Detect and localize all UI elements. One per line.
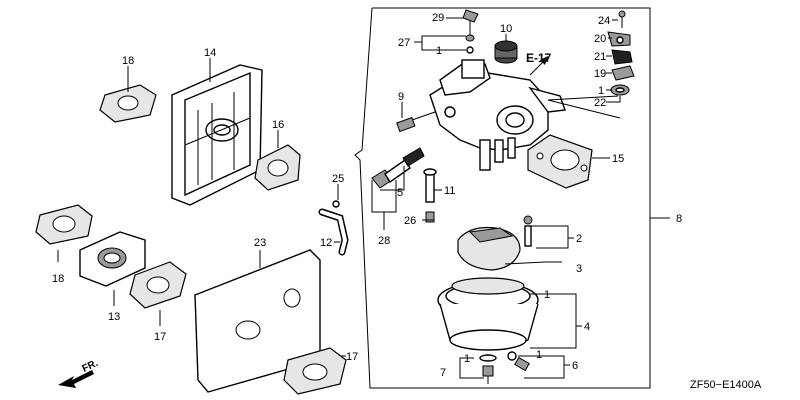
- callout-6: 6: [572, 360, 578, 372]
- part-5-screw: [371, 147, 425, 189]
- callout-1-bowl: 1: [544, 289, 550, 301]
- callout-1-top: 1: [436, 45, 442, 57]
- callout-18-lower: 18: [52, 273, 64, 285]
- callout-9: 9: [398, 91, 404, 103]
- callout-25: 25: [332, 173, 344, 185]
- gasket-15: [527, 134, 593, 189]
- float-assembly: [457, 215, 546, 271]
- insulator-13: [79, 231, 146, 287]
- callout-18-top: 18: [122, 55, 134, 67]
- callout-21: 21: [594, 51, 606, 63]
- right-small-parts: [607, 10, 635, 96]
- callout-7: 7: [440, 367, 446, 379]
- callout-1-bolt: 1: [464, 353, 470, 365]
- callout-24: 24: [598, 15, 610, 27]
- callout-12: 12: [320, 237, 332, 249]
- callout-17-left: 17: [154, 331, 166, 343]
- air-cleaner-case-14: [171, 64, 263, 206]
- gasket-17-bottom: [283, 347, 347, 395]
- callout-19: 19: [594, 68, 606, 80]
- leader-lines: [57, 17, 621, 379]
- callout-14: 14: [204, 47, 216, 59]
- parts-11-26: [423, 168, 437, 223]
- callout-20: 20: [594, 33, 606, 45]
- callout-15: 15: [612, 153, 624, 165]
- callout-4: 4: [584, 321, 590, 333]
- callout-26: 26: [404, 215, 416, 227]
- gasket-17-left: [129, 261, 187, 309]
- bowl-bolts: [479, 351, 530, 384]
- section-reference-label: E-17: [526, 51, 552, 65]
- e17-arrow: [529, 56, 548, 76]
- callout-28: 28: [378, 235, 390, 247]
- plate-23: [194, 249, 321, 393]
- callout-16: 16: [272, 119, 284, 131]
- callout-22: 22: [594, 97, 606, 109]
- callout-1-right: 1: [598, 85, 604, 97]
- float-bowl: [437, 277, 539, 351]
- callout-11: 11: [444, 185, 455, 197]
- callout-2: 2: [576, 233, 582, 245]
- part-10-cap: [494, 40, 518, 64]
- callout-labels: 29 10 24 27 1 20 21 19 1 22 9 18 14 16 1…: [52, 12, 682, 379]
- gasket-18-top: [99, 84, 157, 123]
- callout-1-drain: 1: [536, 349, 542, 361]
- callout-8: 8: [676, 213, 682, 225]
- gasket-16: [254, 144, 301, 191]
- callout-13: 13: [108, 311, 120, 323]
- carburetor-group-frame: [354, 7, 670, 389]
- callout-3: 3: [576, 263, 582, 275]
- front-direction-arrow: FR.: [58, 358, 100, 388]
- parts-29-27-top: [462, 9, 479, 54]
- callout-5: 5: [397, 187, 403, 199]
- carburetor-body: [429, 59, 621, 171]
- gasket-18-lower: [35, 204, 93, 245]
- callout-10: 10: [500, 23, 512, 35]
- callout-29: 29: [432, 12, 444, 24]
- callout-27: 27: [398, 37, 410, 49]
- callout-17-bottom: 17: [346, 351, 358, 363]
- part-9-screw: [396, 111, 436, 133]
- front-label: FR.: [81, 358, 100, 375]
- drawing-code: ZF50−E1400A: [690, 379, 762, 391]
- part-12-tube: [318, 200, 349, 256]
- callout-23: 23: [254, 237, 266, 249]
